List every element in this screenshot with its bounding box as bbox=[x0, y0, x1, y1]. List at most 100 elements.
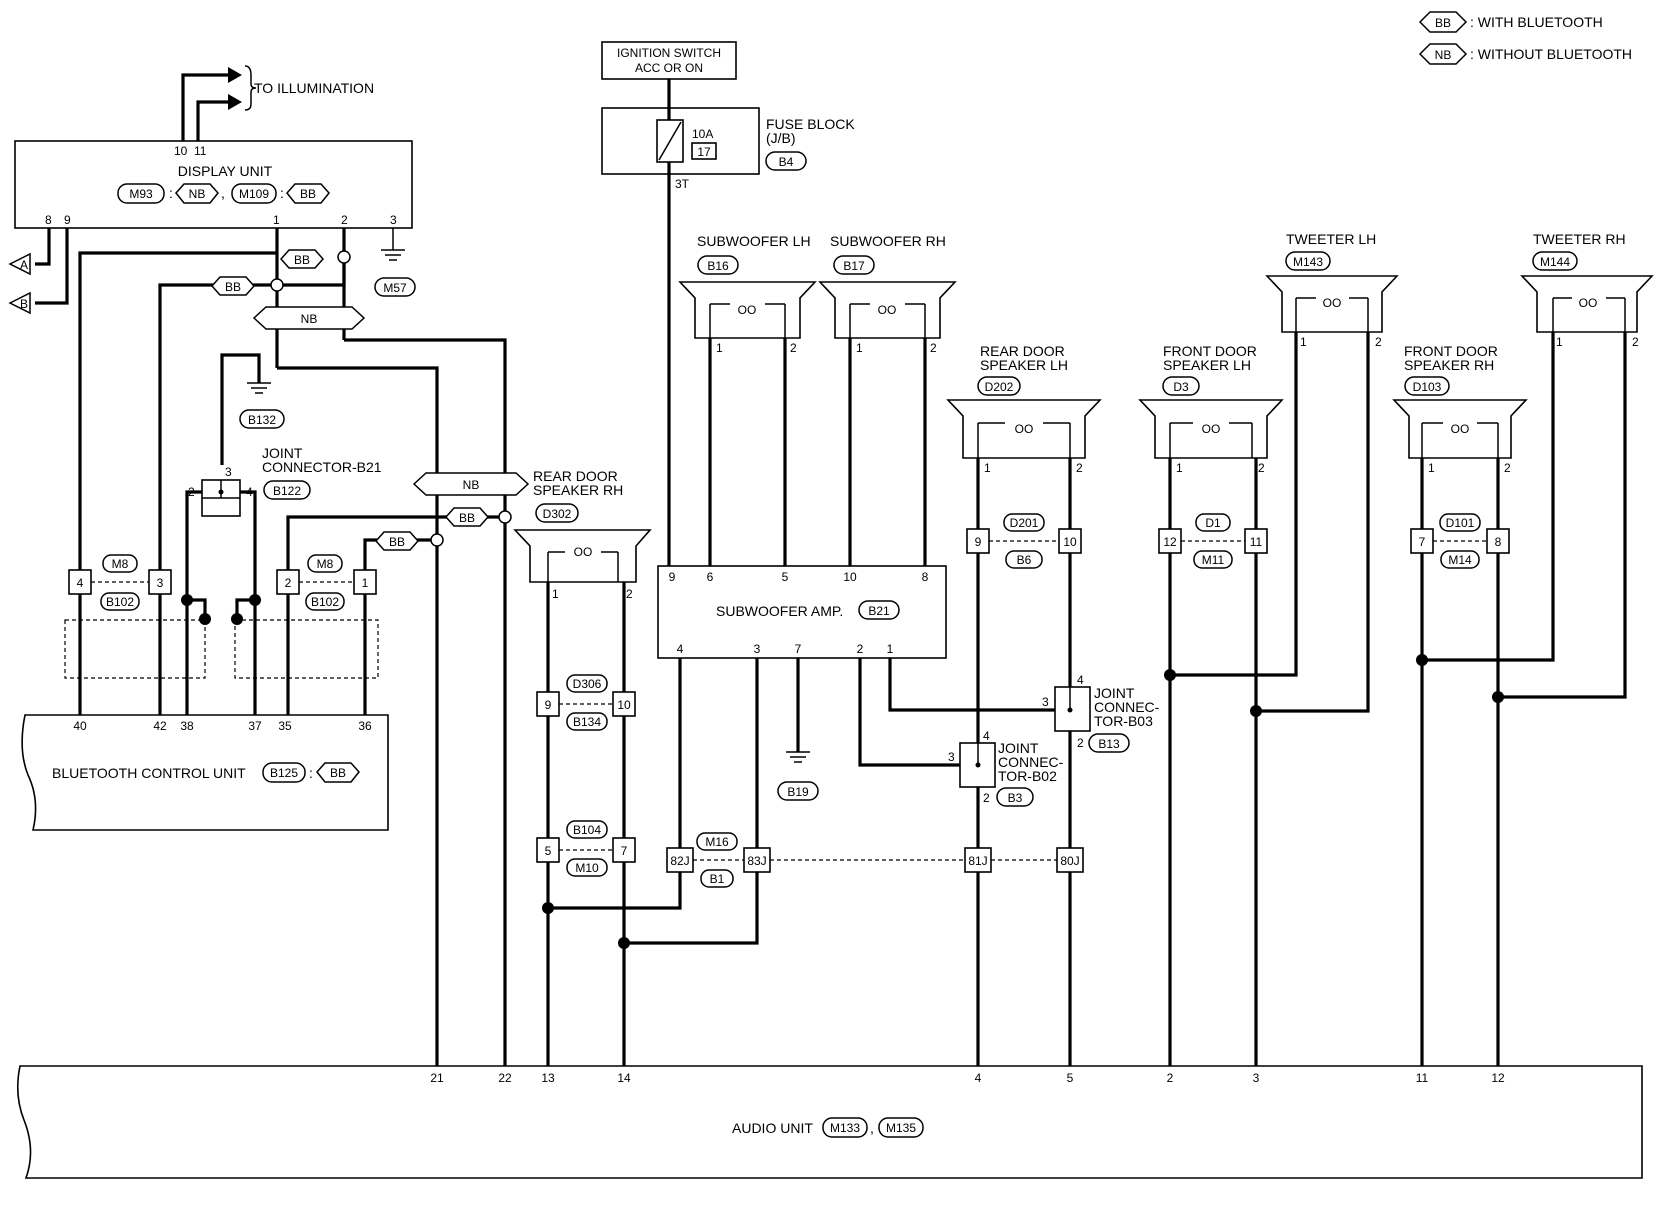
display-pin-10: 10 bbox=[174, 144, 188, 158]
jb02-pin-4: 4 bbox=[983, 729, 990, 743]
amp-conn: B21 bbox=[868, 604, 890, 618]
display-conn-m109: M109 bbox=[239, 187, 269, 201]
fuse-number: 17 bbox=[697, 145, 711, 159]
ground-m57: M57 bbox=[374, 228, 416, 297]
rear-rh-pin-2: 2 bbox=[626, 587, 633, 601]
front-lh-conn: D3 bbox=[1173, 380, 1189, 394]
au-pin-5: 5 bbox=[1067, 1071, 1074, 1085]
legend-bb-text: : WITH BLUETOOTH bbox=[1470, 14, 1603, 30]
display-pin-1: 1 bbox=[273, 213, 280, 227]
jb02-conn: B3 bbox=[1008, 791, 1023, 805]
m16-pin-81j: 81J bbox=[968, 854, 987, 868]
display-pin-11: 11 bbox=[194, 144, 207, 158]
d201-top: D201 bbox=[1010, 516, 1039, 530]
fuse-amps: 10A bbox=[692, 127, 713, 141]
speaker-rear-rh: REAR DOOR SPEAKER RH D302 OO 1 2 bbox=[513, 468, 652, 601]
audio-unit: 21 22 13 14 4 5 2 3 11 12 AUDIO UNIT M13… bbox=[16, 1065, 1643, 1179]
ground-b132-label: B132 bbox=[248, 413, 276, 427]
m16-pin-83j: 83J bbox=[747, 854, 766, 868]
tag-bb-3: BB bbox=[459, 511, 475, 525]
tweeter-lh-coil: OO bbox=[1323, 296, 1342, 310]
shield-boxes bbox=[64, 594, 379, 679]
m8r-top: M8 bbox=[317, 557, 334, 571]
au-pin-13: 13 bbox=[541, 1071, 555, 1085]
ground-m57-label: M57 bbox=[383, 281, 407, 295]
tweeter-lh-name: TWEETER LH bbox=[1286, 231, 1376, 247]
m8r-pin-1: 1 bbox=[362, 576, 369, 590]
speaker-tweeter-lh: TWEETER LH M143 OO 1 2 bbox=[1265, 231, 1399, 349]
jb02-line2: CONNEC- bbox=[998, 754, 1064, 770]
arrow-illum-1 bbox=[228, 67, 242, 83]
subwoofer-amp: 9 6 5 10 8 SUBWOOFER AMP. B21 4 3 7 2 1 bbox=[657, 565, 947, 659]
jb21-line2: CONNECTOR-B21 bbox=[262, 459, 382, 475]
speaker-wiring bbox=[542, 332, 1627, 1066]
inline-m8-right: 2 1 M8 B102 bbox=[276, 554, 377, 611]
ignition-switch: IGNITION SWITCH ACC OR ON bbox=[601, 41, 737, 108]
speaker-front-lh: FRONT DOOR SPEAKER LH D3 OO 1 2 bbox=[1138, 343, 1284, 475]
au-pin-14: 14 bbox=[617, 1071, 631, 1085]
display-conn-m93: M93 bbox=[129, 187, 153, 201]
tag-nb-2: NB bbox=[463, 478, 480, 492]
m16-bottom: B1 bbox=[710, 872, 725, 886]
front-lh-pin-2: 2 bbox=[1258, 461, 1265, 475]
joint-connector-b21: 3 2 4 JOINT CONNECTOR-B21 B122 bbox=[188, 445, 382, 517]
d1-top: D1 bbox=[1205, 516, 1221, 530]
rear-rh-line2: SPEAKER RH bbox=[533, 482, 623, 498]
display-wiring bbox=[78, 228, 507, 1066]
display-nb-tag: NB bbox=[189, 187, 206, 201]
m16-pin-80j: 80J bbox=[1060, 854, 1079, 868]
d306-pin-9: 9 bbox=[545, 698, 552, 712]
inline-d1: 12 11 D1 M11 bbox=[1158, 513, 1268, 569]
audio-conn-1: M133 bbox=[830, 1121, 860, 1135]
d306-top: D306 bbox=[573, 677, 602, 691]
tweeter-rh-pin-1: 1 bbox=[1556, 335, 1563, 349]
speaker-rear-lh: REAR DOOR SPEAKER LH D202 OO 1 2 bbox=[946, 343, 1102, 475]
speaker-sub-rh: SUBWOOFER RH B17 OO 1 2 bbox=[818, 233, 957, 355]
bt-bb-tag: BB bbox=[330, 766, 346, 780]
bt-pin-42: 42 bbox=[153, 719, 167, 733]
flag-b: B bbox=[20, 297, 28, 311]
flag-a: A bbox=[20, 258, 28, 272]
d201-pin-10: 10 bbox=[1063, 535, 1077, 549]
bt-pin-38: 38 bbox=[180, 719, 194, 733]
sub-rh-pin-1: 1 bbox=[856, 341, 863, 355]
d201-bottom: B6 bbox=[1017, 553, 1032, 567]
tweeter-rh-coil: OO bbox=[1579, 296, 1598, 310]
front-rh-conn: D103 bbox=[1413, 380, 1442, 394]
d306-pin-10: 10 bbox=[617, 698, 631, 712]
amp-pin-8: 8 bbox=[922, 570, 929, 584]
inline-d101: 7 8 D101 M14 bbox=[1410, 513, 1510, 569]
amp-pin-2: 2 bbox=[857, 642, 864, 656]
tweeter-rh-name: TWEETER RH bbox=[1533, 231, 1626, 247]
b104-pin-7: 7 bbox=[621, 844, 628, 858]
audio-conn-2: M135 bbox=[886, 1121, 916, 1135]
jb21-conn: B122 bbox=[273, 484, 301, 498]
sub-lh-pin-1: 1 bbox=[716, 341, 723, 355]
rear-rh-coil: OO bbox=[574, 545, 593, 559]
front-lh-coil: OO bbox=[1202, 422, 1221, 436]
tag-bb-1: BB bbox=[294, 253, 310, 267]
amp-pin-5: 5 bbox=[782, 570, 789, 584]
amp-pin-3: 3 bbox=[754, 642, 761, 656]
legend: BB : WITH BLUETOOTH NB : WITHOUT BLUETOO… bbox=[1418, 11, 1632, 65]
display-sep2: , bbox=[221, 185, 225, 201]
d201-pin-9: 9 bbox=[975, 535, 982, 549]
bt-pin-37: 37 bbox=[248, 719, 262, 733]
jb02-line1: JOINT bbox=[998, 740, 1039, 756]
d1-pin-12: 12 bbox=[1163, 535, 1177, 549]
jb03-pin-4: 4 bbox=[1077, 673, 1084, 687]
speaker-sub-lh: SUBWOOFER LH B16 OO 1 2 bbox=[678, 233, 817, 355]
fuse-label-1: FUSE BLOCK bbox=[766, 116, 855, 132]
amp-pin-7: 7 bbox=[795, 642, 802, 656]
jb03-conn: B13 bbox=[1098, 737, 1120, 751]
fuse-terminal: 3T bbox=[675, 177, 690, 191]
rear-lh-line1: REAR DOOR bbox=[980, 343, 1065, 359]
b104-pin-5: 5 bbox=[545, 844, 552, 858]
illumination-label: TO ILLUMINATION bbox=[254, 80, 374, 96]
bt-pin-35: 35 bbox=[278, 719, 292, 733]
sub-lh-conn: B16 bbox=[707, 259, 729, 273]
sub-rh-conn: B17 bbox=[843, 259, 865, 273]
m8l-bottom: B102 bbox=[106, 595, 134, 609]
d101-top: D101 bbox=[1446, 516, 1475, 530]
jb03-pin-2: 2 bbox=[1077, 736, 1084, 750]
